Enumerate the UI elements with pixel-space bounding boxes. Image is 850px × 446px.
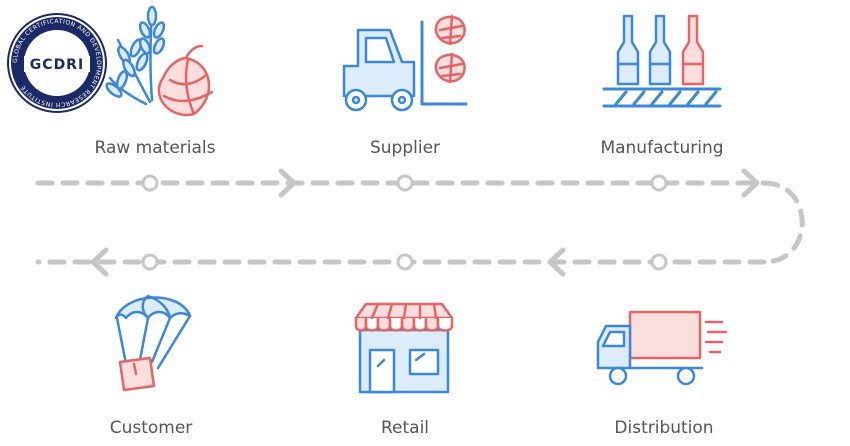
flow-arrow-right-2 bbox=[741, 168, 760, 198]
flow-arrow-left-2 bbox=[90, 247, 109, 277]
stage-label-retail: Retail bbox=[380, 418, 430, 438]
stage-label-manufacturing: Manufacturing bbox=[600, 138, 724, 158]
flow-arrow-right-1 bbox=[278, 168, 297, 198]
flow-arrow-left-1 bbox=[547, 247, 566, 277]
storefront-icon bbox=[354, 302, 454, 394]
stage-label-distribution: Distribution bbox=[614, 418, 714, 438]
forklift-icon bbox=[342, 14, 468, 112]
logo-text: GCDRI bbox=[30, 57, 84, 73]
flow-node-distribution bbox=[650, 253, 668, 271]
stage-label-supplier: Supplier bbox=[369, 138, 441, 158]
grain-and-hops-icon bbox=[105, 5, 214, 117]
bottles-on-conveyor-icon bbox=[602, 14, 722, 108]
delivery-truck-icon bbox=[596, 310, 728, 386]
stage-label-customer: Customer bbox=[109, 418, 193, 438]
flow-node-manufacturing bbox=[650, 174, 668, 192]
flow-path bbox=[35, 180, 805, 265]
gcdri-logo: GLOBAL CERTIFICATION AND DEVELOPMENT RES… bbox=[7, 13, 107, 113]
parachute-package-icon bbox=[114, 294, 192, 392]
flow-node-customer bbox=[141, 253, 159, 271]
flow-node-raw-materials bbox=[141, 174, 159, 192]
stage-label-raw-materials: Raw materials bbox=[94, 138, 216, 158]
flow-node-supplier bbox=[396, 174, 414, 192]
flow-node-retail bbox=[396, 253, 414, 271]
